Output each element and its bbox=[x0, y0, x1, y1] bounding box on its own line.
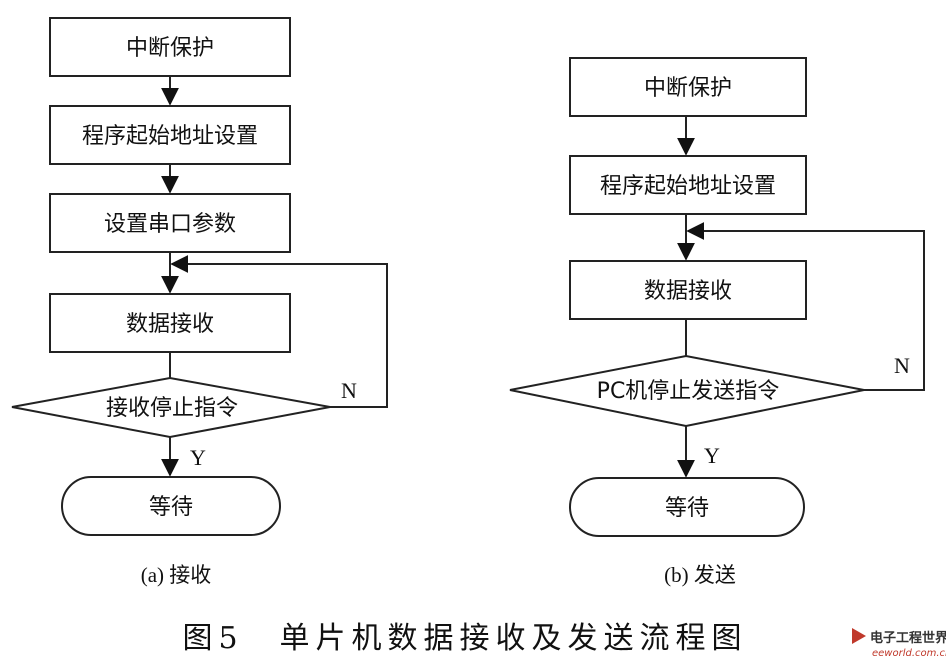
left-loop-no bbox=[170, 255, 388, 408]
left-no-label: N bbox=[341, 378, 357, 403]
left-decision-label: 接收停止指令 bbox=[106, 396, 238, 421]
right-loop-no bbox=[686, 222, 925, 391]
right-box3-label: 数据接收 bbox=[644, 279, 732, 304]
right-box-data-receive bbox=[569, 260, 807, 320]
watermark-line1: 电子工程世界 bbox=[870, 630, 946, 646]
right-box1-label: 中断保护 bbox=[644, 76, 732, 101]
left-box2-label: 程序起始地址设置 bbox=[82, 124, 258, 149]
left-box3-label: 设置串口参数 bbox=[104, 212, 236, 237]
left-box-program-start-address bbox=[49, 105, 291, 165]
left-box-interrupt-protect bbox=[49, 17, 291, 77]
left-end-label: 等待 bbox=[149, 495, 193, 520]
right-no-label: N bbox=[894, 353, 910, 378]
right-box-interrupt-protect bbox=[569, 57, 807, 117]
right-yes-label: Y bbox=[704, 443, 720, 468]
left-box1-label: 中断保护 bbox=[126, 36, 214, 61]
left-terminal-wait bbox=[61, 476, 281, 536]
right-end-label: 等待 bbox=[665, 496, 709, 521]
right-box-program-start-address bbox=[569, 155, 807, 215]
right-box2-label: 程序起始地址设置 bbox=[600, 174, 776, 199]
right-decision-label: PC机停止发送指令 bbox=[597, 379, 780, 404]
left-box-data-receive bbox=[49, 293, 291, 353]
right-caption: (b) 发送 bbox=[664, 563, 736, 587]
left-yes-label: Y bbox=[190, 445, 206, 470]
figure-caption: 图5 单片机数据接收及发送流程图 bbox=[182, 621, 747, 656]
left-box-serial-params bbox=[49, 193, 291, 253]
left-box4-label: 数据接收 bbox=[126, 312, 214, 337]
watermark-line2: eeworld.com.cn bbox=[872, 648, 946, 659]
watermark-logo: 电子工程世界 eeworld.com.cn bbox=[852, 628, 946, 659]
left-caption: (a) 接收 bbox=[141, 563, 212, 587]
right-terminal-wait bbox=[569, 477, 805, 537]
watermark-icon bbox=[852, 628, 866, 644]
